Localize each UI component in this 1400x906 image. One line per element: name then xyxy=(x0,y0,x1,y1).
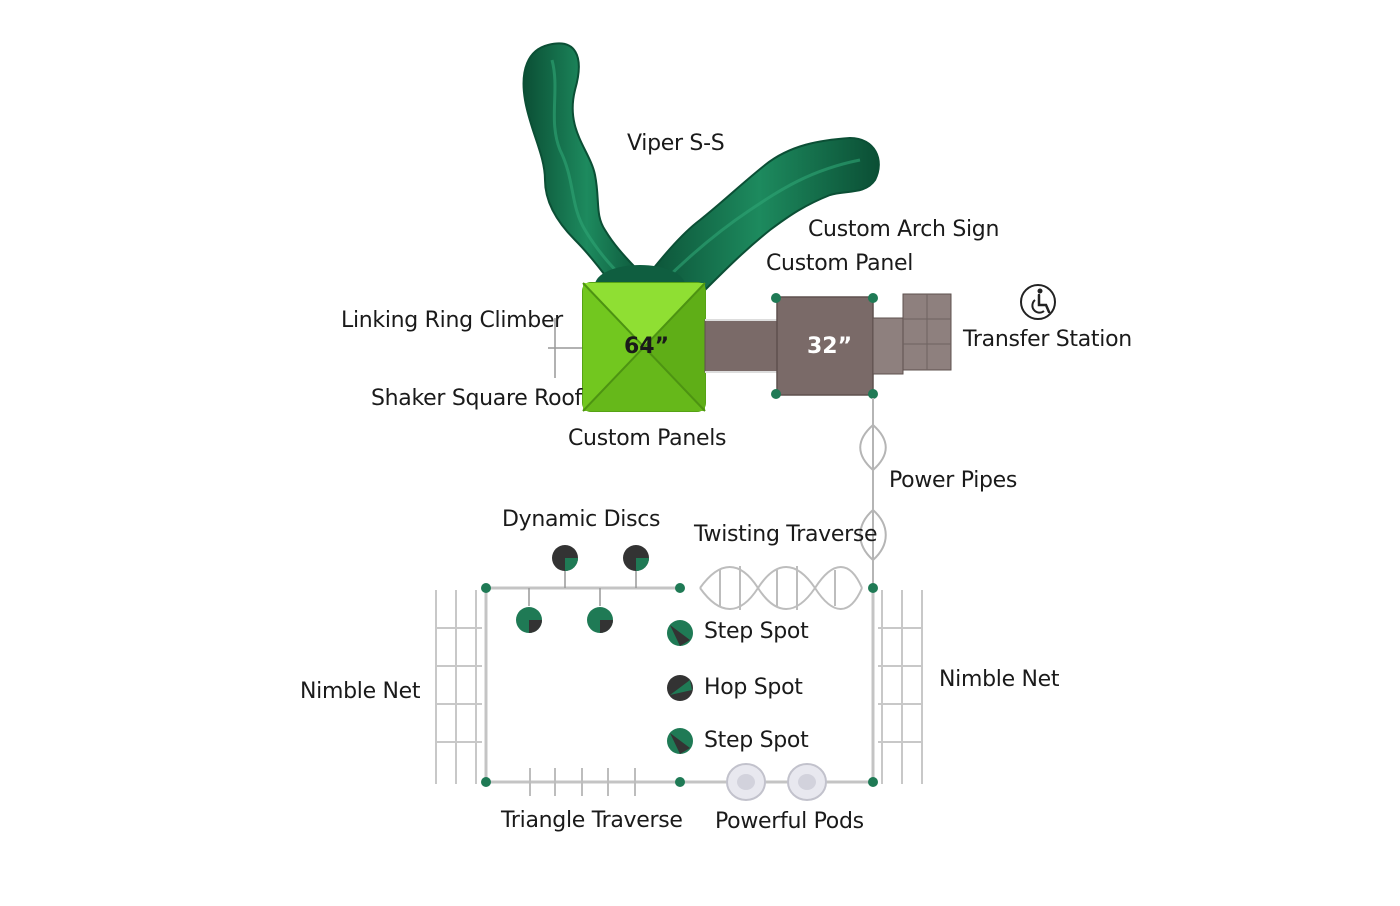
step-spot-top xyxy=(667,620,693,646)
label-twisting-traverse: Twisting Traverse xyxy=(694,522,878,547)
label-custom-panels: Custom Panels xyxy=(568,426,727,451)
linking-ring-climber xyxy=(548,318,585,378)
label-linking-ring-climber: Linking Ring Climber xyxy=(341,308,563,333)
hop-spot xyxy=(667,675,693,701)
powerful-pods xyxy=(726,763,827,801)
label-shaker-square-roof: Shaker Square Roof xyxy=(371,386,582,411)
twisting-traverse xyxy=(699,566,863,610)
label-powerful-pods: Powerful Pods xyxy=(715,809,864,834)
label-custom-arch-sign: Custom Arch Sign xyxy=(808,217,1000,242)
wheelchair-icon xyxy=(1020,284,1056,320)
label-step-spot-bottom: Step Spot xyxy=(704,728,809,753)
label-transfer-station: Transfer Station xyxy=(963,327,1132,352)
bridge xyxy=(704,319,778,373)
nimble-net-left xyxy=(435,590,482,784)
power-pipes xyxy=(859,398,887,588)
step-spot-bottom xyxy=(667,728,693,754)
label-hop-spot: Hop Spot xyxy=(704,675,803,700)
label-step-spot-top: Step Spot xyxy=(704,619,809,644)
label-power-pipes: Power Pipes xyxy=(889,468,1018,493)
deck-32 xyxy=(776,293,952,396)
deck-height-32: 32” xyxy=(807,334,853,359)
shaker-square-roof xyxy=(582,282,706,412)
viper-slide-right xyxy=(638,136,880,302)
label-dynamic-discs: Dynamic Discs xyxy=(502,507,661,532)
viper-slide-left xyxy=(522,42,652,297)
label-triangle-traverse: Triangle Traverse xyxy=(501,808,683,833)
label-viper: Viper S-S xyxy=(627,131,725,156)
triangle-traverse xyxy=(529,768,636,796)
nimble-net-right xyxy=(878,590,923,784)
label-nimble-net-right: Nimble Net xyxy=(939,667,1060,692)
label-custom-panel: Custom Panel xyxy=(766,251,914,276)
dynamic-discs xyxy=(516,545,649,633)
deck-height-64: 64” xyxy=(624,334,670,359)
label-nimble-net-left: Nimble Net xyxy=(300,679,421,704)
deck-posts xyxy=(771,293,878,399)
frame-posts xyxy=(481,583,878,787)
